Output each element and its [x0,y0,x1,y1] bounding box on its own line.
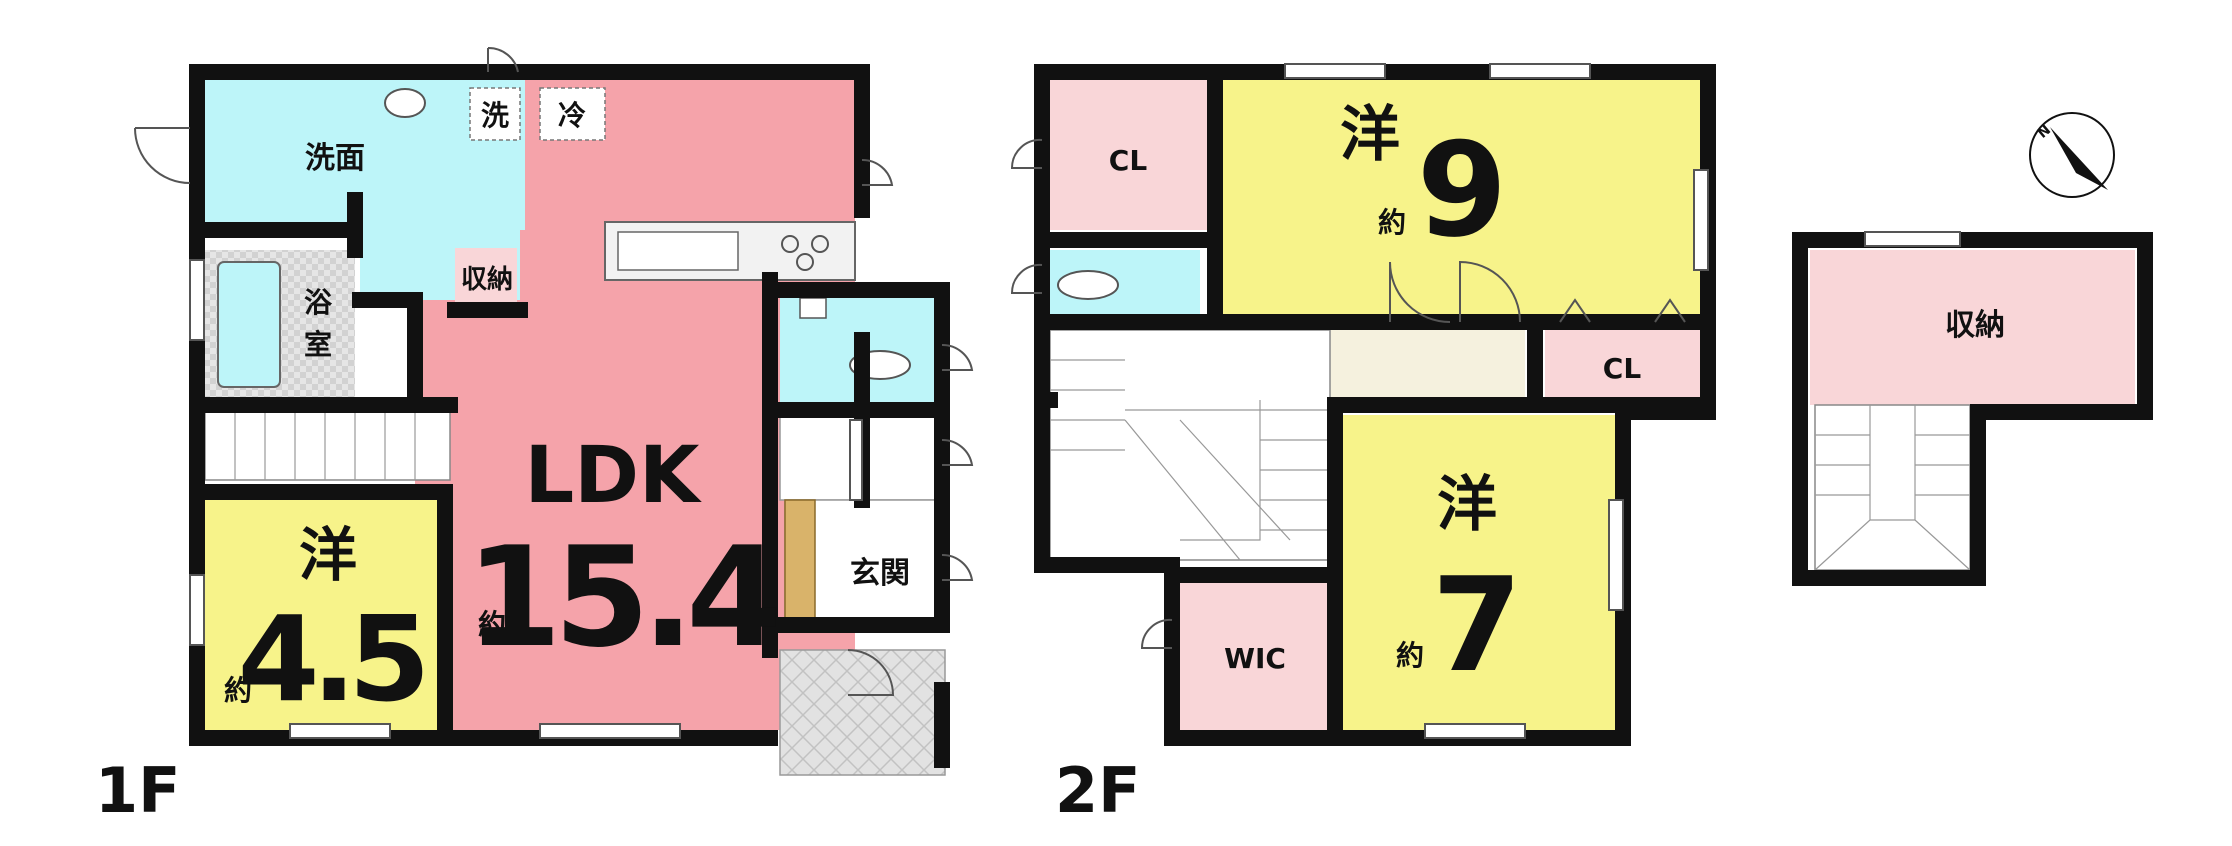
label-youshitsu-name: 洋 [299,521,357,589]
label-you9-prefix: 約 [1378,206,1406,239]
room-loft-stair [1814,404,1971,571]
label-you7-prefix: 約 [1396,639,1424,672]
room-youshitsu-45 [205,498,440,730]
room-cl-right [1545,330,1700,405]
label-youshitsu-prefix: 約 [224,674,252,707]
stair-lines-1f [234,412,416,480]
room-cl-left [1050,80,1210,230]
porch [779,649,946,776]
toilet-sink-1f [799,297,827,319]
label-you9-size: 9 [1417,114,1507,266]
loft-window [1864,231,1961,247]
floor-2f: CL CL 洋 約 9 洋 約 7 WIC 2F [1010,63,1716,827]
room-stair-2f [1049,329,1331,561]
label-yokushitsu-2: 室 [304,328,332,361]
label-you9-name: 洋 [1340,100,1400,170]
room-wic [1180,580,1330,730]
label-shuunou-1f: 収納 [461,264,513,295]
room-you9 [1215,80,1700,325]
room-shuunou-1f [455,248,517,308]
label-yokushitsu-1: 浴 [304,286,333,319]
label-youshitsu-size: 4.5 [237,590,422,728]
washer-space [469,87,521,141]
stair-lines-loft [1814,405,1971,571]
walls-loft [1792,232,2153,586]
wash-basin [384,88,426,118]
label-senmen: 洗面 [305,141,365,176]
stair-lines-2f [1050,359,1330,561]
stove-burner [796,253,814,271]
openings-1f [134,46,974,739]
genkan-step [784,499,816,621]
fridge-space [539,87,606,141]
stove-burner [781,235,799,253]
label-reizou: 冷 [558,99,586,132]
stove-burner [811,235,829,253]
compass-needle-icon [2050,127,2108,190]
floor-label-2f: 2F [1055,754,1141,827]
label-loft-shuunou: 収納 [1945,308,2005,343]
toilet-bowl-2f [1057,270,1119,300]
loft: 収納 [1792,231,2153,586]
room-you7 [1335,415,1615,730]
floor-1f: 洗面 洗 冷 浴 室 収納 LDK 約 15.4 洋 約 4.5 玄関 1F [95,46,974,827]
room-ldk-lower [415,330,770,730]
compass: N [2029,112,2115,198]
label-sentaku: 洗 [481,99,509,132]
label-you7-name: 洋 [1437,470,1497,540]
label-cl-right: CL [1603,352,1642,385]
label-genkan: 玄関 [850,556,910,591]
label-you7-size: 7 [1432,549,1522,701]
label-ldk-name: LDK [525,431,702,521]
label-wic: WIC [1224,642,1286,675]
label-ldk-size: 15.4 [466,517,776,678]
label-ldk-prefix: 約 [478,608,506,641]
floor-label-1f: 1F [95,754,181,827]
openings-2f [1010,63,1709,739]
bathtub [217,261,281,388]
walls-2f [1034,64,1716,746]
room-stair-1f [204,411,451,481]
room-loft-shuunou [1810,250,2135,405]
sink [617,231,739,271]
label-cl-left: CL [1109,144,1148,177]
